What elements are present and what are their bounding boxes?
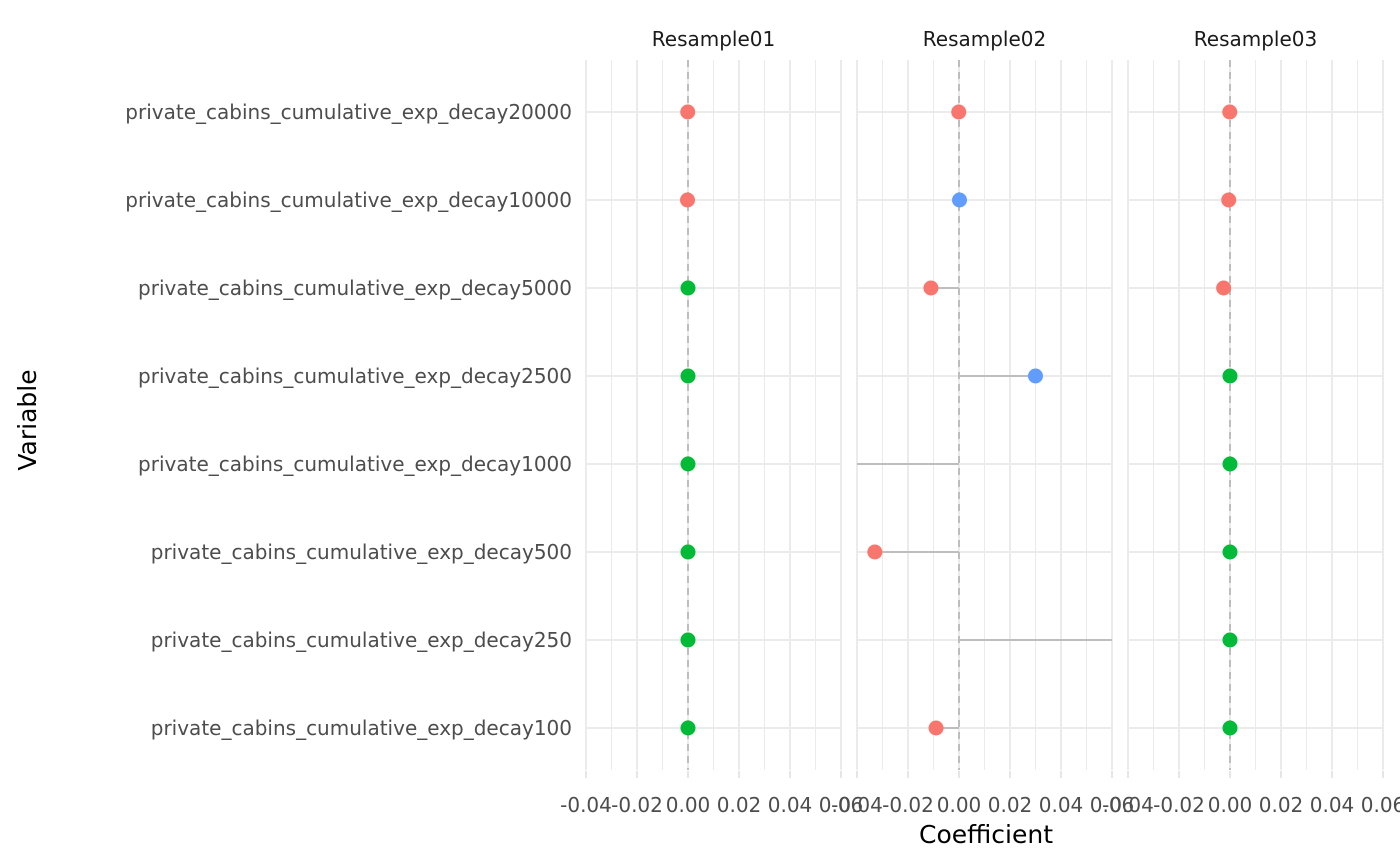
x-tick-label: 0.00 [1208, 793, 1253, 817]
coefficient-point [951, 104, 967, 120]
y-axis-title: Variable [13, 369, 42, 470]
y-tick-label-decay100: private_cabins_cumulative_exp_decay100 [151, 716, 572, 740]
coefficient-point [1222, 104, 1238, 120]
coefficient-point [680, 368, 696, 384]
coefficient-point [680, 632, 696, 648]
strip-label-resample01: Resample01 [652, 27, 775, 51]
panel-marks [1216, 104, 1238, 736]
coefficient-point [680, 544, 696, 560]
x-tick-label: 0.02 [717, 793, 762, 817]
coefficient-point [679, 192, 695, 208]
coefficient-point [867, 544, 883, 560]
coefficient-point [1222, 632, 1238, 648]
x-tick-label: 0.04 [1310, 793, 1355, 817]
y-tick-label-decay10000: private_cabins_cumulative_exp_decay10000 [125, 188, 572, 212]
y-tick-label-decay2500: private_cabins_cumulative_exp_decay2500 [138, 364, 572, 388]
coefficient-point [1222, 368, 1238, 384]
coefficient-point [1028, 368, 1043, 384]
x-axis-title: Coefficient [919, 820, 1053, 849]
coefficient-point [1216, 280, 1232, 296]
y-tick-label-decay5000: private_cabins_cumulative_exp_decay5000 [138, 276, 572, 300]
x-tick-label: 0.00 [937, 793, 982, 817]
x-tick-label: 0.06 [819, 793, 864, 817]
x-tick-label: 0.06 [1361, 793, 1400, 817]
panel-marks [679, 104, 696, 736]
y-tick-label-decay500: private_cabins_cumulative_exp_decay500 [151, 540, 572, 564]
coefficient-point [928, 720, 944, 736]
coefficient-point [923, 280, 939, 296]
x-tick-label: -0.02 [882, 793, 934, 817]
panel-marks [857, 104, 1112, 736]
coefficient-point [680, 456, 696, 472]
x-tick-label: 0.02 [1259, 793, 1304, 817]
coefficient-point [680, 720, 696, 736]
strip-label-resample03: Resample03 [1194, 27, 1317, 51]
x-tick-label: 0.00 [666, 793, 711, 817]
y-tick-label-decay1000: private_cabins_cumulative_exp_decay1000 [138, 452, 572, 476]
x-tick-label: 0.02 [988, 793, 1033, 817]
coefficient-point [1221, 192, 1237, 208]
x-tick-label: -0.04 [831, 793, 883, 817]
y-tick-label-decay250: private_cabins_cumulative_exp_decay250 [151, 628, 572, 652]
x-tick-label: -0.02 [611, 793, 663, 817]
x-tick-label: -0.02 [1153, 793, 1205, 817]
y-tick-label-decay20000: private_cabins_cumulative_exp_decay20000 [125, 100, 572, 124]
x-tick-label: -0.04 [560, 793, 612, 817]
coefficient-point [680, 280, 696, 296]
strip-label-resample02: Resample02 [923, 27, 1046, 51]
coefficient-point [1222, 720, 1238, 736]
x-tick-label: -0.04 [1102, 793, 1154, 817]
coefficient-point [680, 104, 696, 120]
x-tick-label: 0.06 [1090, 793, 1135, 817]
x-tick-label: 0.04 [1039, 793, 1084, 817]
x-tick-label: 0.04 [768, 793, 813, 817]
coefficient-point [1222, 456, 1238, 472]
coefficient-point [1222, 544, 1238, 560]
y-tick-labels: private_cabins_cumulative_exp_decay20000… [125, 100, 572, 740]
coefficient-point [952, 192, 968, 208]
